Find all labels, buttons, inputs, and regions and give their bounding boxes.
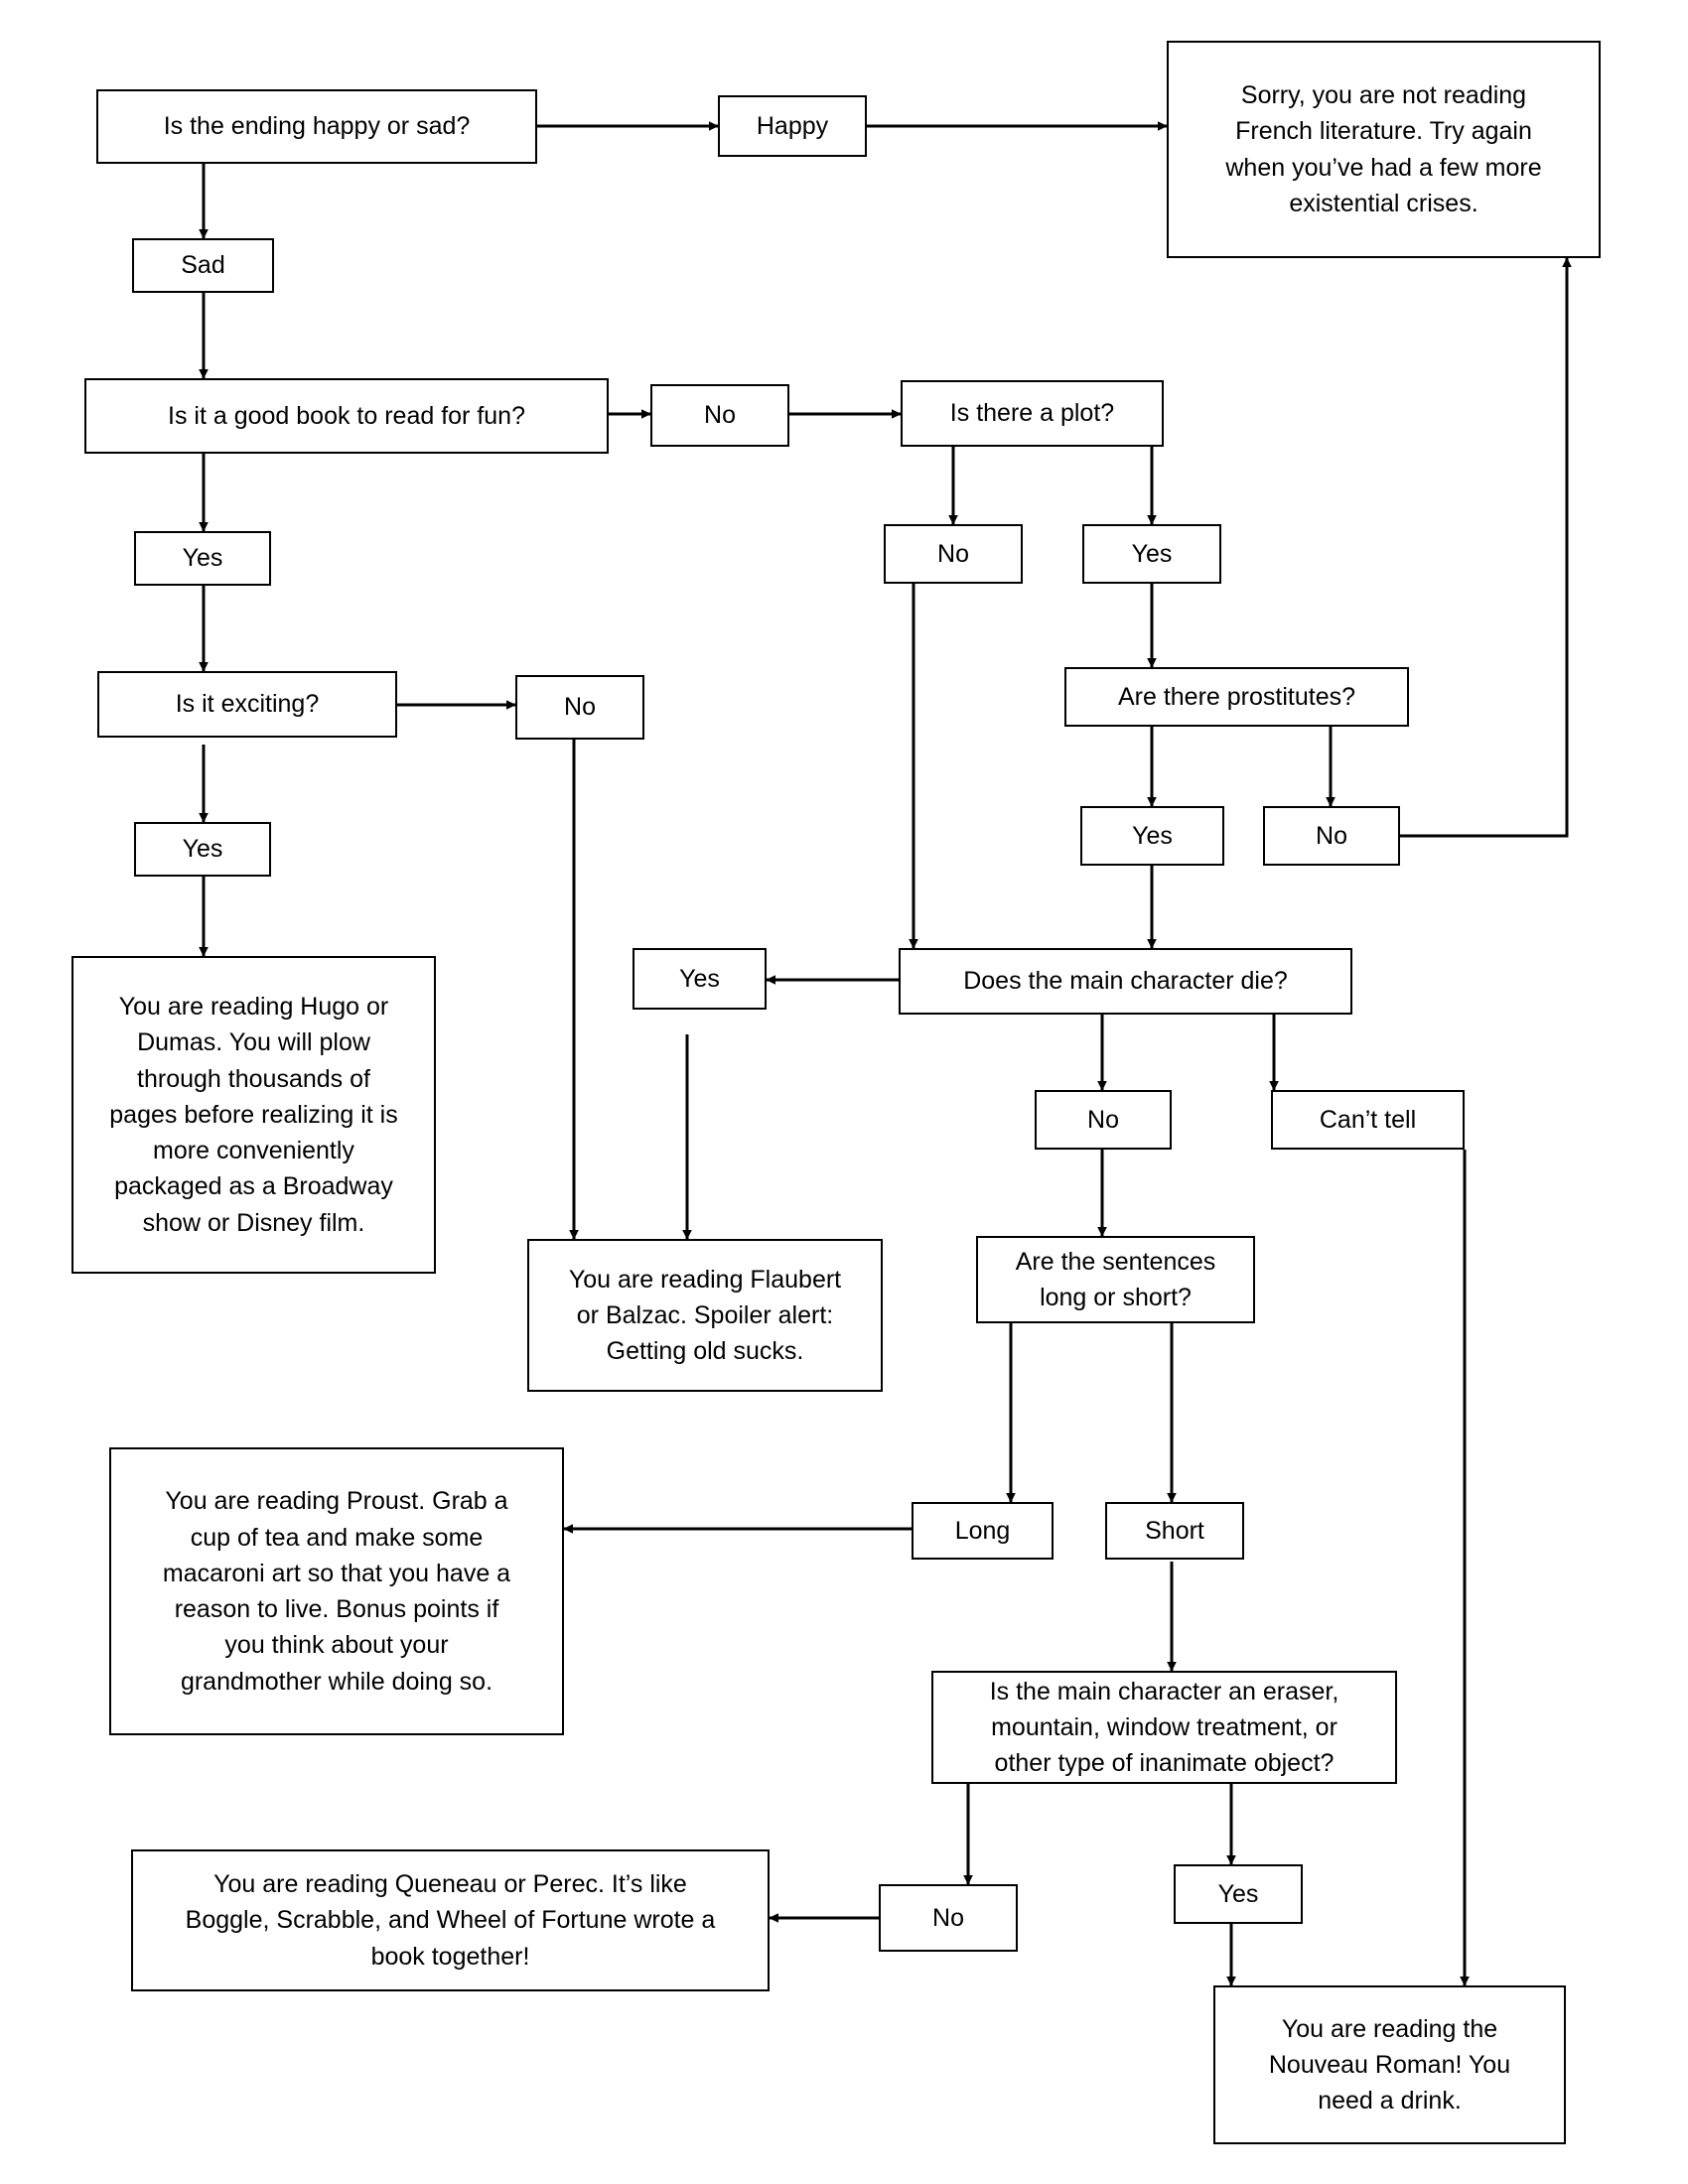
node-plot-yes-label: Yes	[1131, 539, 1173, 568]
node-proust[interactable]: You are reading Proust. Grab a cup of te…	[109, 1447, 564, 1735]
node-prostitutes-question-label: Are there prostitutes?	[1117, 682, 1355, 711]
wire-prostno-to-sorry	[1400, 257, 1572, 838]
node-die-cant-tell-label: Can’t tell	[1319, 1105, 1417, 1134]
node-sentences-short-label: Short	[1145, 1516, 1204, 1545]
node-nouveau-roman-label: You are reading the Nouveau Roman! You n…	[1268, 2014, 1511, 2116]
node-exciting-yes-label: Yes	[182, 835, 223, 864]
node-good-book-question[interactable]: Is it a good book to read for fun?	[84, 378, 609, 454]
node-die-cant-tell[interactable]: Can’t tell	[1271, 1090, 1465, 1150]
node-nouveau-roman[interactable]: You are reading the Nouveau Roman! You n…	[1213, 1985, 1566, 2144]
node-prostitutes-yes-label: Yes	[1132, 821, 1173, 850]
node-inanimate-question-label: Is the main character an eraser, mountai…	[989, 1677, 1339, 1778]
node-sorry-french[interactable]: Sorry, you are not reading French litera…	[1167, 41, 1601, 258]
node-queneau-perec-label: You are reading Queneau or Perec. It’s l…	[185, 1870, 716, 1971]
node-hugo-dumas[interactable]: You are reading Hugo or Dumas. You will …	[71, 956, 436, 1274]
node-inanimate-question[interactable]: Is the main character an eraser, mountai…	[931, 1671, 1397, 1784]
node-prostitutes-question[interactable]: Are there prostitutes?	[1064, 667, 1409, 727]
node-exciting-no-label: No	[564, 693, 596, 722]
node-die-yes-label: Yes	[679, 964, 720, 993]
node-proust-label: You are reading Proust. Grab a cup of te…	[162, 1487, 511, 1696]
node-good-book-no-label: No	[704, 401, 736, 430]
node-die-no-label: No	[1087, 1105, 1119, 1134]
node-good-book-yes-label: Yes	[182, 544, 223, 573]
node-sad[interactable]: Sad	[132, 238, 274, 293]
node-happy[interactable]: Happy	[718, 95, 867, 157]
node-exciting-question-label: Is it exciting?	[175, 690, 320, 719]
node-good-book-yes[interactable]: Yes	[134, 531, 271, 586]
node-prostitutes-no[interactable]: No	[1263, 806, 1400, 866]
node-die-no[interactable]: No	[1035, 1090, 1172, 1150]
node-plot-question-label: Is there a plot?	[949, 399, 1115, 428]
node-inanimate-yes[interactable]: Yes	[1174, 1864, 1303, 1924]
node-plot-yes[interactable]: Yes	[1082, 524, 1221, 584]
node-inanimate-no-label: No	[932, 1903, 964, 1932]
node-prostitutes-no-label: No	[1316, 821, 1347, 850]
node-sentences-short[interactable]: Short	[1105, 1502, 1244, 1560]
node-sad-label: Sad	[181, 251, 225, 280]
node-prostitutes-yes[interactable]: Yes	[1080, 806, 1224, 866]
node-sentences-question-label: Are the sentences long or short?	[1015, 1247, 1216, 1311]
node-inanimate-no[interactable]: No	[879, 1884, 1018, 1952]
node-flaubert-balzac[interactable]: You are reading Flaubert or Balzac. Spoi…	[527, 1239, 883, 1392]
node-sorry-french-label: Sorry, you are not reading French litera…	[1225, 81, 1542, 217]
node-good-book-question-label: Is it a good book to read for fun?	[168, 401, 525, 430]
node-die-yes[interactable]: Yes	[633, 948, 767, 1010]
node-hugo-dumas-label: You are reading Hugo or Dumas. You will …	[109, 993, 398, 1237]
node-ending-question[interactable]: Is the ending happy or sad?	[96, 89, 537, 164]
node-sentences-long[interactable]: Long	[912, 1502, 1054, 1560]
node-good-book-no[interactable]: No	[650, 384, 789, 447]
node-flaubert-balzac-label: You are reading Flaubert or Balzac. Spoi…	[568, 1265, 842, 1366]
node-sentences-long-label: Long	[954, 1516, 1011, 1545]
node-inanimate-yes-label: Yes	[1217, 1879, 1259, 1908]
node-exciting-yes[interactable]: Yes	[134, 822, 271, 877]
node-die-question[interactable]: Does the main character die?	[899, 948, 1352, 1015]
node-plot-no[interactable]: No	[884, 524, 1023, 584]
node-happy-label: Happy	[756, 111, 829, 140]
node-exciting-no[interactable]: No	[515, 675, 644, 740]
node-ending-question-label: Is the ending happy or sad?	[163, 112, 471, 141]
node-exciting-question[interactable]: Is it exciting?	[97, 671, 397, 738]
node-queneau-perec[interactable]: You are reading Queneau or Perec. It’s l…	[131, 1849, 770, 1991]
node-plot-question[interactable]: Is there a plot?	[901, 380, 1164, 447]
node-plot-no-label: No	[937, 539, 969, 568]
node-die-question-label: Does the main character die?	[963, 967, 1288, 996]
node-sentences-question[interactable]: Are the sentences long or short?	[976, 1236, 1255, 1323]
